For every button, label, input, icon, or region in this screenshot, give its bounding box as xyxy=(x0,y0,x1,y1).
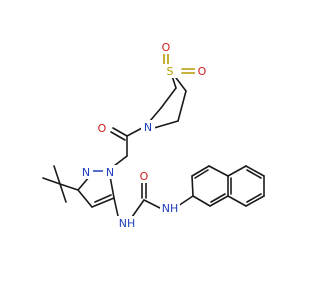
naphthalene-ring xyxy=(191,165,265,207)
bond-carbonyl-o-b xyxy=(110,131,126,141)
bond-c5-c6 xyxy=(177,90,187,122)
amide-oxygen-label: O xyxy=(98,122,107,135)
bond-n-carbonyl xyxy=(126,127,143,137)
bond-nap-6 xyxy=(192,195,211,207)
bond-c4-c5-double xyxy=(94,194,112,203)
bond-nap-2-double xyxy=(194,169,209,179)
bond-c3-quaternary xyxy=(59,183,79,191)
urea-linkage xyxy=(113,179,194,218)
sulfone-oxygen-top-label: O xyxy=(162,41,171,54)
tert-butyl-group xyxy=(42,165,79,203)
bond-nap-11 xyxy=(227,195,247,207)
sulfur-atom-label: S xyxy=(167,65,174,78)
bond-nap-8-double xyxy=(246,169,262,179)
urea-nh-left-label: NH xyxy=(119,217,136,230)
bond-nap-10-double xyxy=(246,193,262,203)
bond-nap-3 xyxy=(208,165,229,177)
molecule-structure-canvas: S O O O N N N O NH NH xyxy=(42,40,265,230)
bond-nap-2 xyxy=(191,165,210,177)
bond-c2-c3 xyxy=(160,87,177,109)
bond-tbu-me2 xyxy=(53,165,61,185)
bond-nap-5 xyxy=(209,195,229,207)
molecule-structure-svg: S O O O N N N O NH NH xyxy=(42,40,265,230)
urea-nh-right-label: NH xyxy=(162,202,179,215)
bond-urea-c-nh xyxy=(143,199,161,209)
urea-oxygen-label: O xyxy=(140,170,149,183)
bond-carbonyl-o-a xyxy=(112,127,128,137)
bond-c5-nh xyxy=(113,197,119,217)
bond-ch2-pyrazole xyxy=(113,155,128,167)
bond-tbu-me1 xyxy=(42,177,61,185)
bond-nap-8 xyxy=(245,165,265,177)
pyrazole-n2-label: N xyxy=(82,166,90,179)
bond-nh-naphthyl xyxy=(177,195,194,207)
bond-c6-n xyxy=(153,120,179,129)
bond-nap-7 xyxy=(227,165,247,177)
amide-linker xyxy=(110,127,143,167)
atom-labels: S O O O N N N O NH NH xyxy=(79,40,209,230)
thiomorpholine-nitrogen-label: N xyxy=(144,121,152,134)
sulfone-oxygen-right-label: O xyxy=(198,65,207,78)
bond-nap-5-double xyxy=(210,193,226,203)
bond-c4-c5 xyxy=(91,197,115,208)
bond-nap-10 xyxy=(245,195,265,207)
bond-c3-c4 xyxy=(77,189,93,208)
bond-nh-urea-c xyxy=(131,199,145,218)
pyrazole-n1-label: N xyxy=(106,166,114,179)
bond-tbu-me3 xyxy=(59,183,67,203)
bond-c5-n1 xyxy=(109,175,115,199)
thiomorpholine-ring xyxy=(143,69,187,129)
bond-nap-1 xyxy=(191,175,194,197)
